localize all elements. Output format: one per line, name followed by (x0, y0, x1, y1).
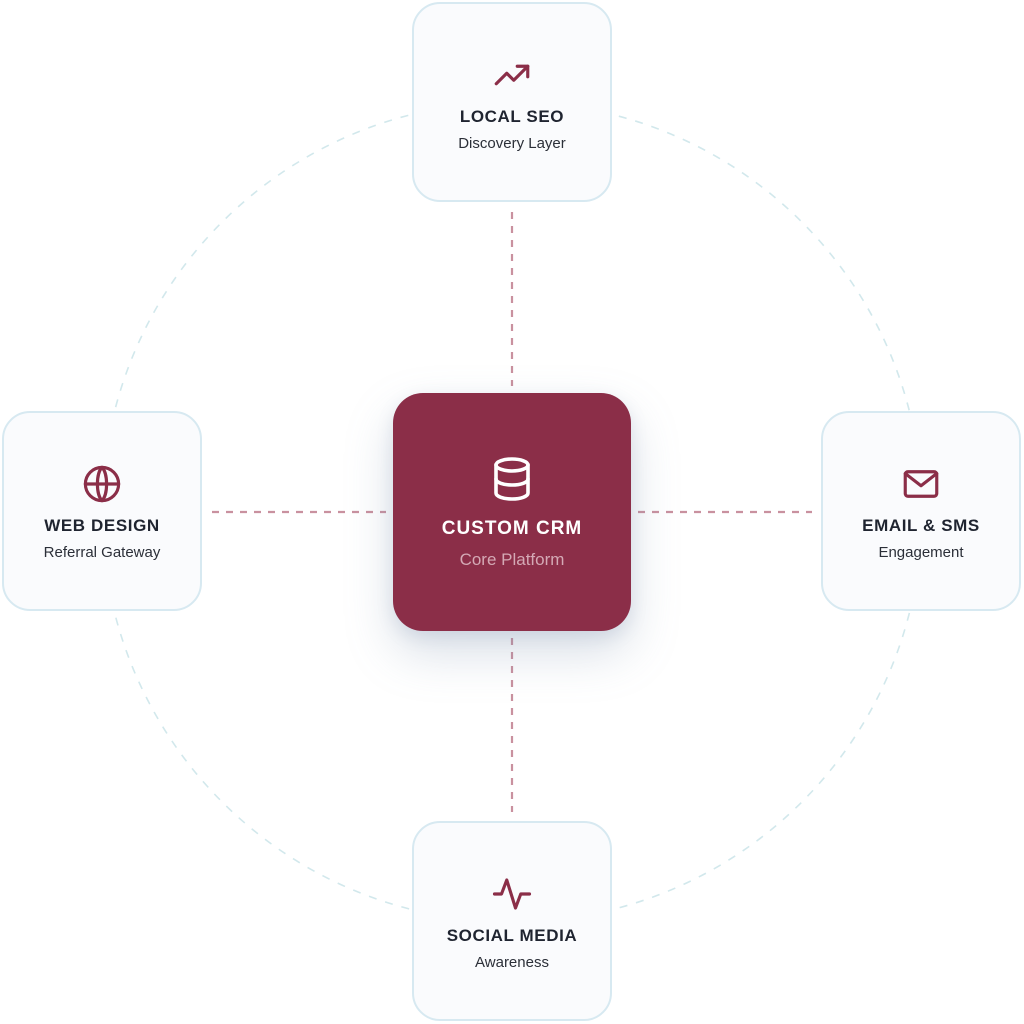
node-subtitle: Awareness (475, 953, 549, 971)
node-title: EMAIL & SMS (862, 515, 980, 535)
mail-icon (899, 462, 943, 506)
trending-up-icon (490, 53, 534, 97)
node-local-seo: LOCAL SEO Discovery Layer (412, 2, 612, 202)
node-title: LOCAL SEO (459, 106, 565, 126)
hub-subtitle: Core Platform (459, 550, 565, 569)
node-subtitle: Engagement (878, 543, 964, 561)
node-subtitle: Discovery Layer (458, 134, 566, 152)
node-subtitle: Referral Gateway (43, 543, 161, 561)
node-social-media: SOCIAL MEDIA Awareness (412, 821, 612, 1021)
globe-icon (80, 462, 124, 506)
node-title: SOCIAL MEDIA (446, 925, 578, 945)
activity-icon (490, 872, 534, 916)
hub-title: CUSTOM CRM (441, 518, 583, 539)
node-title: WEB DESIGN (44, 515, 160, 535)
node-email-sms: EMAIL & SMS Engagement (821, 411, 1021, 611)
hub-custom-crm: CUSTOM CRM Core Platform (393, 393, 631, 631)
database-icon (487, 454, 537, 504)
node-web-design: WEB DESIGN Referral Gateway (2, 411, 202, 611)
